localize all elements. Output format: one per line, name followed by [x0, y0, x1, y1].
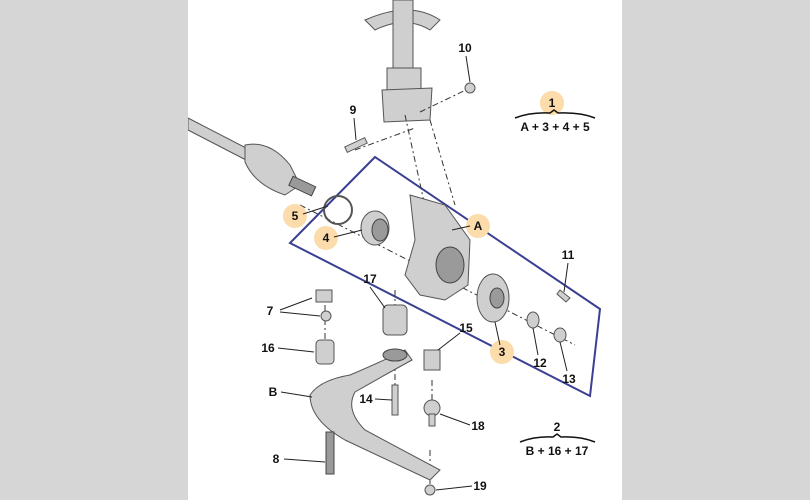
- wishbone-part: [309, 348, 441, 481]
- hub-nut-part: [526, 311, 540, 329]
- bracket-7-part: [315, 289, 333, 303]
- callout-16: 16: [261, 341, 275, 355]
- callout-13: 13: [562, 372, 576, 386]
- callout-17: 17: [363, 272, 377, 286]
- highlight-5: [283, 204, 307, 228]
- callout-9: 9: [350, 103, 357, 117]
- cap-part: [553, 327, 567, 343]
- callout-15: 15: [459, 321, 473, 335]
- callout-10: 10: [458, 41, 472, 55]
- callout-11: 11: [562, 248, 575, 262]
- highlight-A: [466, 214, 490, 238]
- driveshaft-part: [188, 117, 317, 197]
- callout-B: B: [269, 385, 278, 399]
- kit-2-formula: B + 16 + 17: [526, 444, 589, 458]
- callout-14: 14: [359, 392, 373, 406]
- bolt-9-part: [344, 136, 368, 154]
- callout-12: 12: [533, 356, 547, 370]
- strut-part: [364, 0, 441, 123]
- kit-1-formula: A + 3 + 4 + 5: [520, 120, 590, 134]
- kit-1-brace: [514, 109, 596, 119]
- bush-16-part: [315, 339, 335, 365]
- bolt-14-part: [391, 384, 399, 416]
- ball-joint-18-part: [423, 399, 441, 427]
- bolt-8-part: [325, 431, 335, 475]
- kit-1-outline: [288, 155, 602, 398]
- kit-2-number: 2: [554, 420, 561, 434]
- circlip-part: [323, 195, 353, 225]
- nut-7-part: [320, 310, 332, 322]
- callout-4: 4: [323, 231, 330, 245]
- bearing-part: [360, 210, 390, 246]
- exploded-suspension-diagram: 10 9 1 A + 3 + 4 + 5 5 4 A 11 7 17 15 16…: [188, 0, 602, 496]
- callout-8: 8: [273, 452, 280, 466]
- bush-17-part: [382, 304, 408, 336]
- highlight-3: [490, 340, 514, 364]
- split-pin-part: [556, 289, 571, 303]
- nut-10-part: [464, 82, 476, 94]
- hub-carrier-part: [404, 194, 471, 301]
- highlight-4: [314, 226, 338, 250]
- callout-5: 5: [292, 209, 299, 223]
- callout-18: 18: [471, 419, 485, 433]
- callout-7: 7: [267, 304, 274, 318]
- hub-part: [476, 273, 510, 323]
- callout-A: A: [474, 219, 483, 233]
- callout-3: 3: [499, 345, 506, 359]
- kit-1-number: 1: [549, 96, 556, 110]
- nut-19-part: [424, 484, 436, 496]
- diagram-canvas: 10 9 1 A + 3 + 4 + 5 5 4 A 11 7 17 15 16…: [188, 0, 622, 500]
- callout-19: 19: [473, 479, 487, 493]
- kit-2-brace: [519, 433, 596, 443]
- highlight-1: [540, 91, 564, 115]
- sleeve-15-part: [423, 349, 441, 371]
